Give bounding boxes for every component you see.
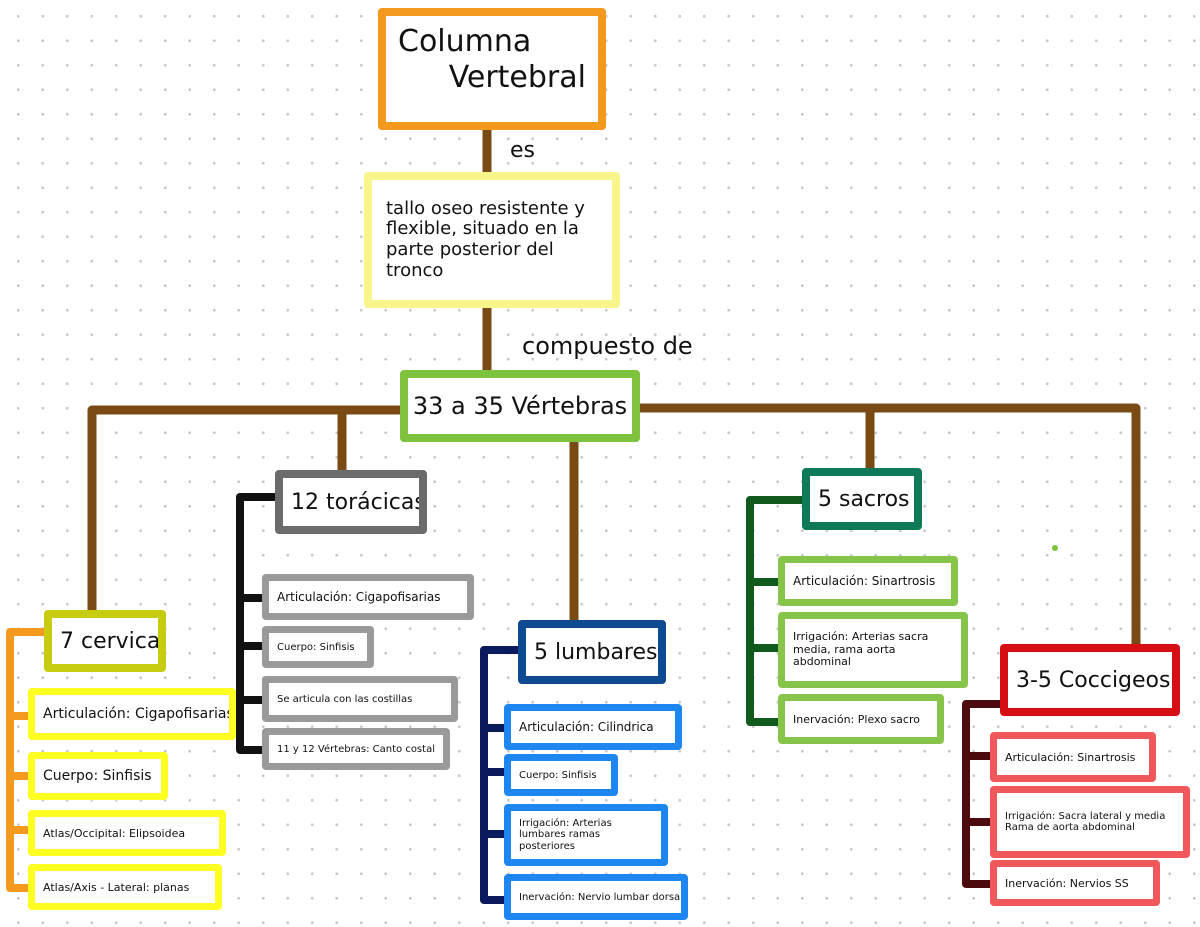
cervicales-header: 7 cervicales: [44, 610, 166, 672]
cervicales-label: 7 cervicales: [60, 628, 166, 654]
coccigeos-item: Articulación: Sinartrosis: [990, 732, 1156, 782]
bracket-sacros: [746, 496, 806, 726]
sacros-item: Irrigación: Arterias sacra media, rama a…: [778, 612, 968, 688]
coccigeos-item: Irrigación: Sacra lateral y media Rama d…: [990, 786, 1190, 858]
connector-main: [87, 125, 1141, 649]
coccigeos-item: Inervación: Nervios SS: [990, 860, 1160, 906]
toracicas-item: Cuerpo: Sinfisis: [262, 626, 374, 668]
definition-text: tallo oseo resistente y flexible, situad…: [386, 197, 585, 281]
bracket-lumbares: [480, 646, 522, 904]
lumbares-label: 5 lumbares: [534, 639, 658, 665]
coccigeos-label: 3-5 Coccigeos: [1016, 667, 1171, 693]
sacros-item: Inervación: Plexo sacro: [778, 694, 944, 744]
bracket-cervicales: [6, 628, 48, 892]
sacros-label: 5 sacros: [818, 486, 910, 512]
coccigeos-header: 3-5 Coccigeos: [1000, 644, 1180, 716]
cervicales-item: Atlas/Axis - Lateral: planas: [28, 864, 222, 910]
toracicas-label: 12 torácicas: [291, 489, 426, 515]
title-line2: Vertebral: [448, 60, 586, 95]
link-compuesto: compuesto de: [522, 332, 693, 360]
toracicas-item: Articulación: Cigapofisarias: [262, 574, 474, 620]
lumbares-item: Irrigación: Arterias lumbares ramas post…: [504, 804, 668, 866]
toracicas-item: Se articula con las costillas: [262, 676, 458, 722]
cervicales-item: Atlas/Occipital: Elipsoidea: [28, 810, 226, 856]
cervicales-item: Cuerpo: Sinfisis: [28, 752, 168, 800]
lumbares-item: Inervación: Nervio lumbar dorsal: [504, 874, 688, 920]
connector-branch-left: [87, 405, 405, 617]
lumbares-item: Cuerpo: Sinfisis: [504, 754, 618, 796]
bracket-toracicas: [236, 493, 279, 754]
toracicas-header: 12 torácicas: [275, 470, 427, 534]
sacros-header: 5 sacros: [802, 468, 922, 530]
lumbares-header: 5 lumbares: [518, 620, 666, 684]
title-line1: Columna: [398, 24, 532, 59]
connector-branch-right: [635, 403, 1141, 649]
bracket-coccigeos: [962, 700, 1004, 888]
link-es: es: [510, 138, 535, 163]
title-box: Columna Vertebral: [378, 8, 606, 130]
sacros-item: Articulación: Sinartrosis: [778, 556, 958, 606]
vertebras-text: 33 a 35 Vértebras: [412, 392, 628, 420]
definition-box: tallo oseo resistente y flexible, situad…: [364, 172, 620, 308]
cervicales-item: Articulación: Cigapofisarias: [28, 688, 236, 740]
lumbares-item: Articulación: Cilindrica: [504, 704, 682, 750]
stray-dot: [1052, 545, 1058, 551]
vertebras-box: 33 a 35 Vértebras: [400, 370, 640, 442]
toracicas-item: 11 y 12 Vértebras: Canto costal: [262, 728, 450, 770]
